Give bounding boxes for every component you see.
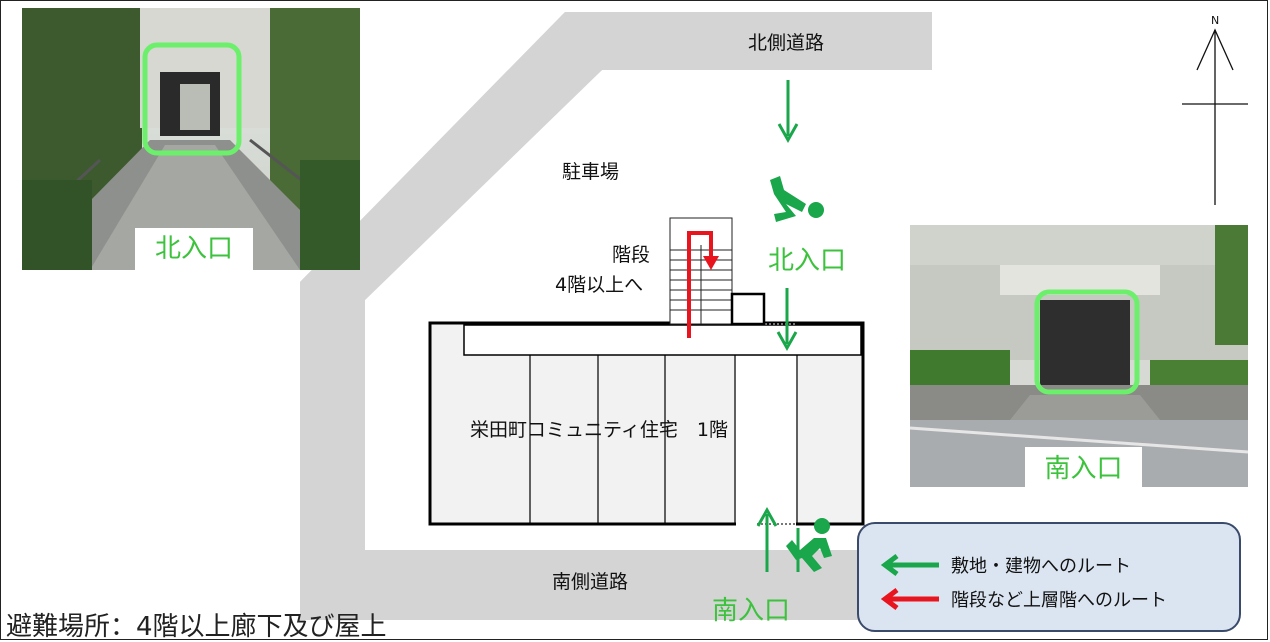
compass-icon [1182, 28, 1248, 205]
green-arrow-left-icon [880, 554, 939, 576]
red-stair-route [687, 231, 713, 338]
legend-site-route-text: 敷地・建物へのルート [951, 556, 1131, 577]
green-arrow-south-entry-up [756, 506, 778, 572]
road-diagonal [300, 12, 602, 300]
north-photo-tag: 北入口 [135, 228, 253, 270]
route-legend: 敷地・建物へのルート 階段など上層階へのルート [857, 522, 1241, 632]
evacuation-site-note: 避難場所：4階以上廊下及び屋上 [6, 612, 387, 642]
south-road-label: 南側道路 [552, 571, 629, 593]
entrance-highlight [1034, 289, 1140, 395]
red-arrow-left-icon [880, 588, 939, 610]
green-arrow-north-road [777, 80, 799, 144]
parking-label: 駐車場 [562, 161, 620, 183]
north-road-label: 北側道路 [748, 32, 825, 54]
elevator-box [730, 292, 766, 326]
legend-row-upper: 階段など上層階へのルート [879, 586, 1167, 612]
building-name-label: 栄田町コミュニティ住宅 1階 [470, 419, 728, 441]
legend-upper-route-text: 階段など上層階へのルート [951, 590, 1167, 611]
south-entrance-photo [909, 225, 1249, 487]
passage-gap [736, 356, 796, 526]
north-entrance-photo [22, 8, 360, 270]
entrance-highlight [142, 42, 242, 156]
north-entrance-label: 北入口 [768, 246, 847, 276]
south-entrance-label: 南入口 [712, 596, 791, 626]
green-arrow-north-entry [776, 288, 798, 352]
stairs-label: 階段 [612, 244, 651, 266]
south-photo-tag: 南入口 [1025, 447, 1142, 489]
road [300, 12, 932, 620]
corridor [463, 324, 862, 356]
compass-north-label: N [1211, 14, 1220, 27]
running-person-icon [786, 518, 832, 572]
stairs-sub-label: 4階以上へ [555, 274, 644, 296]
running-person-icon [770, 176, 824, 222]
legend-row-site: 敷地・建物へのルート [879, 552, 1131, 578]
stair-treads [670, 245, 732, 324]
red-arrow-head [703, 256, 719, 270]
